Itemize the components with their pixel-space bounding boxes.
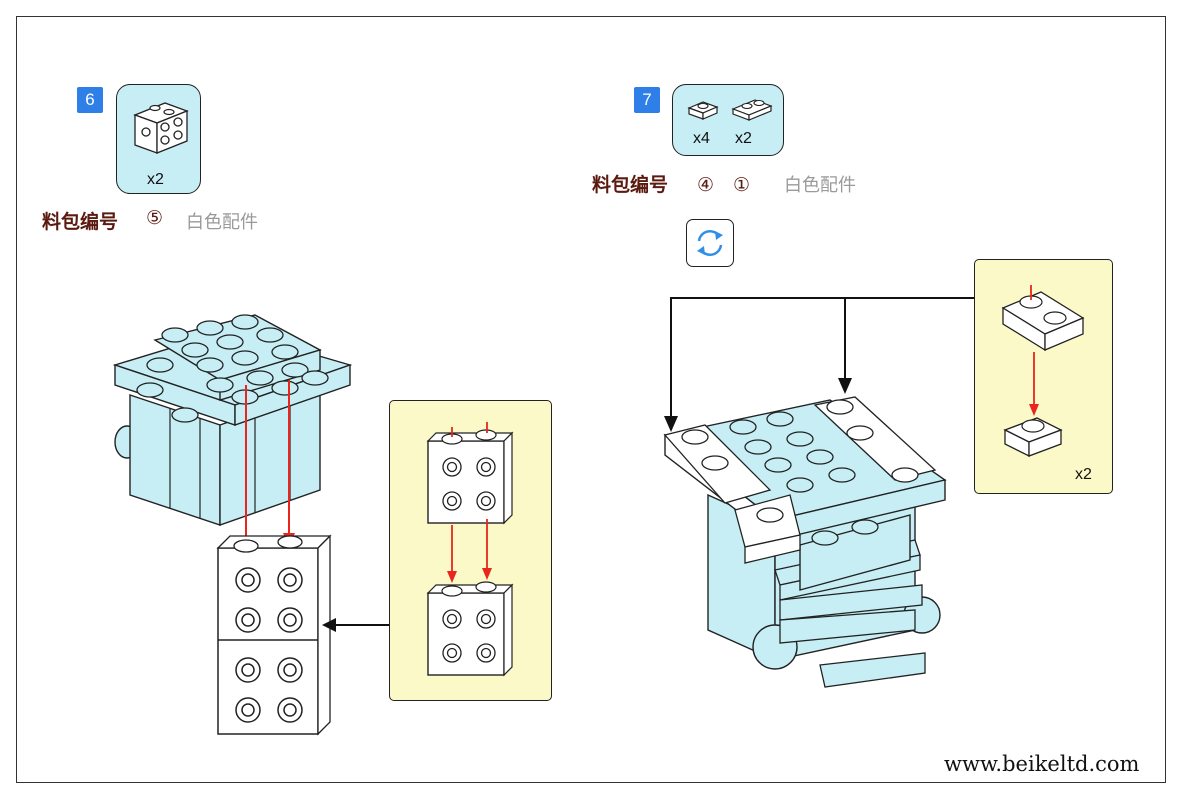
plate-1x1-icon — [687, 101, 719, 120]
step-7-pack-label: 料包编号 — [592, 174, 669, 196]
website-url: www.beikeltd.com — [944, 752, 1140, 776]
step-7-model-assembly — [663, 396, 947, 688]
plate-1x2-icon — [731, 99, 773, 121]
step-7-badge: 7 — [634, 87, 660, 113]
step-7-pack-color: 白色配件 — [784, 175, 856, 196]
callout-plates-assembly — [1001, 285, 1085, 458]
step-7-guide-arrows — [664, 297, 974, 432]
step-6-badge: 6 — [77, 87, 103, 113]
step-7-part-qty-2: x2 — [735, 130, 752, 147]
step-6-parts-box: x2 — [116, 84, 201, 194]
step-6-pack-color: 白色配件 — [186, 212, 258, 233]
rotate-model-button — [686, 219, 734, 267]
callout-bricks-assembly — [426, 422, 514, 677]
step-6-callout — [389, 400, 552, 701]
step-6-pointer-arrow — [322, 618, 390, 632]
rotate-model-icon — [697, 229, 723, 257]
step-6-pack-number: ⑤ — [146, 207, 164, 229]
step-7-parts-box: x4 x2 — [672, 84, 784, 156]
step-6-pack-label: 料包编号 — [42, 211, 119, 233]
step-6-brick-stack — [216, 534, 332, 736]
step-7-pack-number: ④ ① — [697, 174, 751, 196]
step-7-callout: x2 — [974, 259, 1113, 494]
step-7-part-qty-1: x4 — [693, 130, 710, 147]
page-frame — [16, 16, 1166, 783]
step-7-callout-qty: x2 — [1075, 466, 1092, 483]
side-stud-brick-icon — [133, 102, 189, 154]
step-6-part-qty: x2 — [147, 171, 164, 188]
